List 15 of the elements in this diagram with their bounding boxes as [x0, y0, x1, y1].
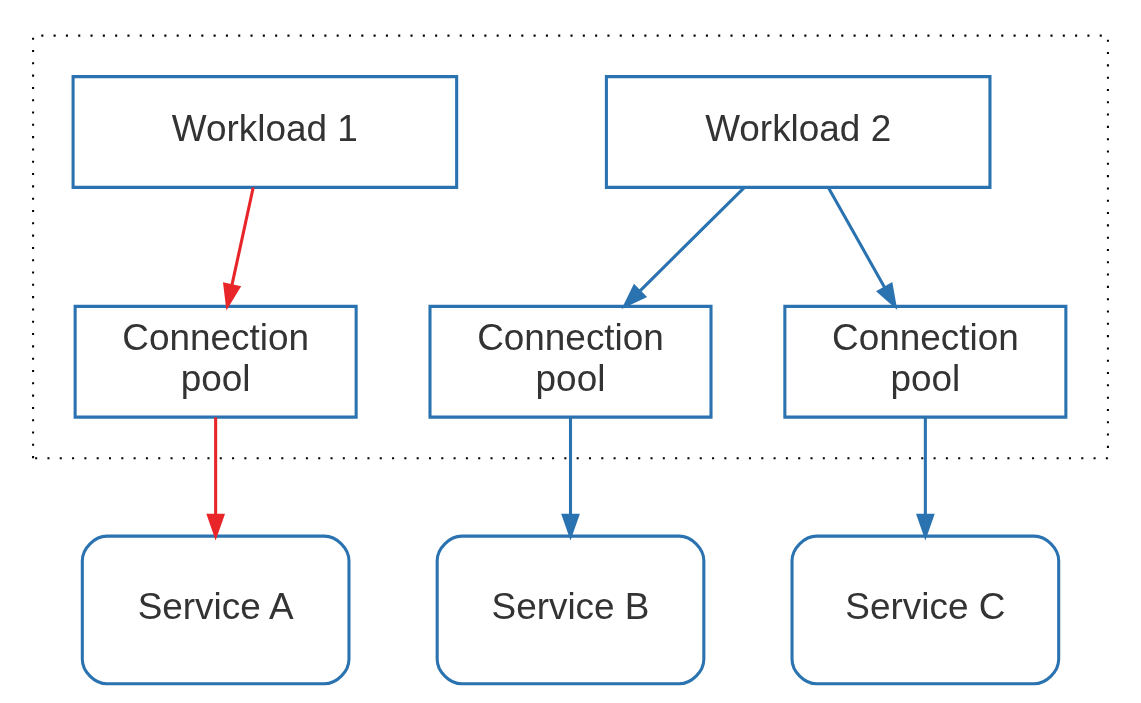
- arrow: [561, 417, 580, 541]
- cluster: [32, 34, 1109, 460]
- arrow: [222, 187, 255, 311]
- node-box: Service C: [790, 534, 1061, 686]
- arrow: [826, 186, 898, 310]
- node-box: Connection pool: [73, 304, 358, 419]
- node-box: Service B: [435, 534, 706, 686]
- arrow: [621, 186, 746, 310]
- arrow: [206, 417, 225, 541]
- arrow: [916, 417, 935, 541]
- node-box: Service A: [80, 534, 351, 686]
- node-box: Workload 1: [71, 75, 459, 189]
- node-box: Connection pool: [428, 304, 713, 419]
- node-box: Connection pool: [783, 304, 1068, 419]
- node-box: Workload 2: [604, 75, 992, 189]
